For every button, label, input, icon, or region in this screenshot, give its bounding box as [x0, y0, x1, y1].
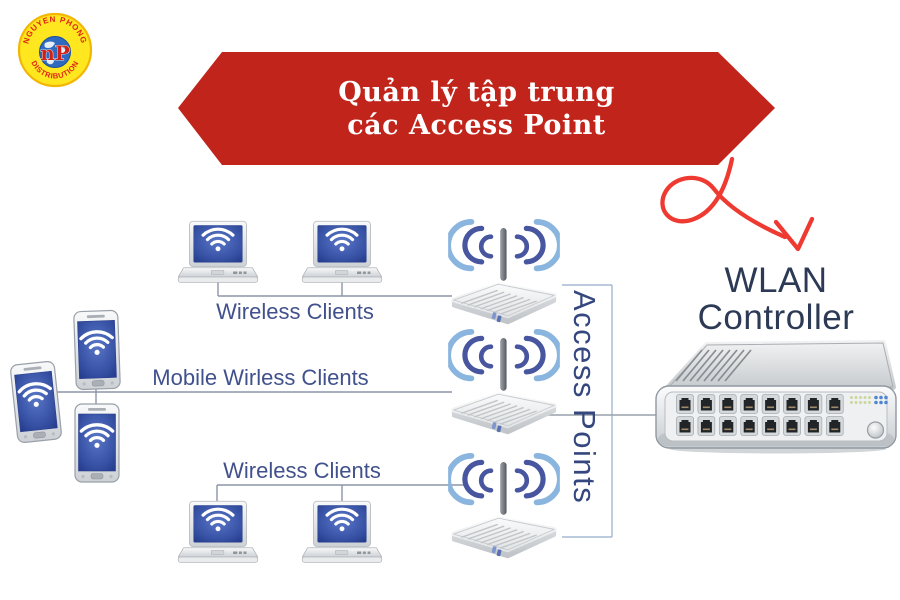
- smartphone-icon: [9, 360, 63, 444]
- smartphone-icon: [73, 309, 122, 391]
- wlan-controller-label: WLAN Controller: [664, 262, 888, 336]
- company-logo: NGUYEN PHONG DISTRIBUTION nP: [17, 12, 93, 88]
- laptop-icon: [176, 500, 260, 567]
- laptop-icon: [300, 500, 384, 567]
- curved-arrow-icon: [660, 156, 815, 252]
- logo-monogram: nP: [40, 41, 70, 65]
- vent-grille: [675, 349, 752, 382]
- banner-line-2: các Access Point: [347, 109, 606, 141]
- laptop-icon: [176, 220, 260, 287]
- wireless-clients-label-top: Wireless Clients: [216, 299, 374, 324]
- wlan-controller-icon: [655, 340, 897, 454]
- access-points-label: Access Points: [567, 290, 602, 505]
- led-indicators: [850, 395, 888, 405]
- smartphone-icon: [74, 403, 120, 483]
- wlan-controller-label-line2: Controller: [697, 298, 855, 337]
- banner-line-1: Quản lý tập trung: [338, 76, 615, 108]
- access-point-icon: [448, 316, 560, 451]
- mobile-wireless-clients-label: Mobile Wirless Clients: [152, 365, 369, 390]
- wlan-controller-label-line1: WLAN: [724, 261, 828, 300]
- wireless-clients-label-bottom: Wireless Clients: [223, 458, 381, 483]
- laptop-icon: [300, 220, 384, 287]
- headline-banner: Quản lý tập trung các Access Point: [178, 52, 775, 165]
- power-button: [866, 421, 885, 439]
- access-point-icon: [448, 440, 560, 575]
